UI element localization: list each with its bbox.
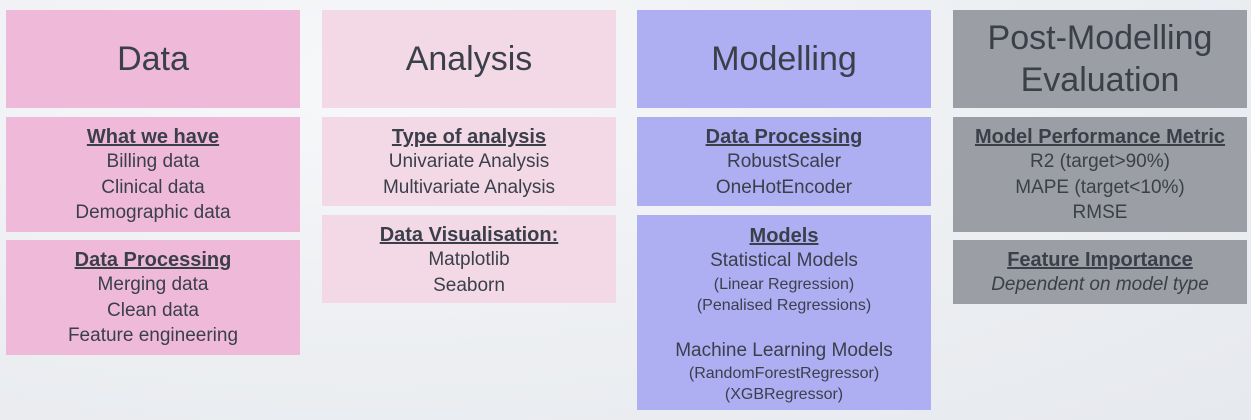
spacer bbox=[637, 316, 931, 338]
analysis-header-box: Analysis bbox=[322, 10, 616, 108]
data-header: Data bbox=[117, 40, 189, 78]
type-of-analysis-title: Type of analysis bbox=[391, 126, 547, 148]
list-item: MAPE (target<10%) bbox=[1015, 176, 1185, 198]
list-item: Billing data bbox=[106, 151, 200, 172]
modelling-data-processing-title: Data Processing bbox=[705, 126, 863, 148]
what-we-have-box: What we have Billing data Clinical data … bbox=[6, 117, 300, 232]
list-item: Multivariate Analysis bbox=[382, 176, 556, 198]
model-detail: (Penalised Regressions) bbox=[696, 296, 872, 314]
modelling-data-processing-box: Data Processing RobustScaler OneHotEncod… bbox=[637, 117, 931, 206]
analysis-header: Analysis bbox=[405, 40, 533, 78]
models-title: Models bbox=[749, 225, 819, 247]
list-item: R2 (target>90%) bbox=[1030, 151, 1170, 172]
list-item: RMSE bbox=[1072, 202, 1128, 223]
list-item: RobustScaler bbox=[726, 151, 842, 172]
models-box: Models Statistical Models (Linear Regres… bbox=[637, 215, 931, 410]
list-item: Merging data bbox=[97, 274, 209, 295]
what-we-have-title: What we have bbox=[86, 126, 220, 148]
model-group-name: Machine Learning Models bbox=[675, 339, 893, 361]
feature-importance-title: Feature Importance bbox=[1007, 249, 1193, 271]
model-detail: (RandomForestRegressor) bbox=[688, 365, 880, 382]
modelling-header: Modelling bbox=[711, 40, 857, 78]
evaluation-header-line1: Post-Modelling bbox=[987, 19, 1213, 57]
data-processing-title: Data Processing bbox=[74, 249, 232, 271]
list-item: Clinical data bbox=[101, 176, 205, 198]
performance-metric-title: Model Performance Metric bbox=[974, 126, 1226, 148]
evaluation-header-box: Post-Modelling Evaluation bbox=[953, 10, 1247, 108]
model-detail: (XGBRegressor) bbox=[724, 386, 844, 403]
model-group-name: Statistical Models bbox=[710, 250, 858, 271]
performance-metric-box: Model Performance Metric R2 (target>90%)… bbox=[953, 117, 1247, 232]
type-of-analysis-box: Type of analysis Univariate Analysis Mul… bbox=[322, 117, 616, 206]
list-item: Seaborn bbox=[433, 274, 505, 296]
modelling-header-box: Modelling bbox=[637, 10, 931, 108]
data-visualisation-title: Data Visualisation: bbox=[379, 224, 559, 246]
evaluation-header-line2: Evaluation bbox=[1020, 61, 1180, 99]
data-header-box: Data bbox=[6, 10, 300, 108]
list-item: Dependent on model type bbox=[991, 274, 1209, 295]
list-item: Matplotlib bbox=[428, 249, 510, 270]
list-item: OneHotEncoder bbox=[715, 176, 853, 198]
list-item: Clean data bbox=[107, 299, 199, 321]
model-detail: (Linear Regression) bbox=[713, 275, 855, 293]
list-item: Univariate Analysis bbox=[388, 151, 550, 172]
list-item: Demographic data bbox=[75, 202, 231, 223]
data-visualisation-box: Data Visualisation: Matplotlib Seaborn bbox=[322, 215, 616, 303]
list-item: Feature engineering bbox=[67, 325, 239, 346]
feature-importance-box: Feature Importance Dependent on model ty… bbox=[953, 240, 1247, 304]
data-processing-box: Data Processing Merging data Clean data … bbox=[6, 240, 300, 355]
